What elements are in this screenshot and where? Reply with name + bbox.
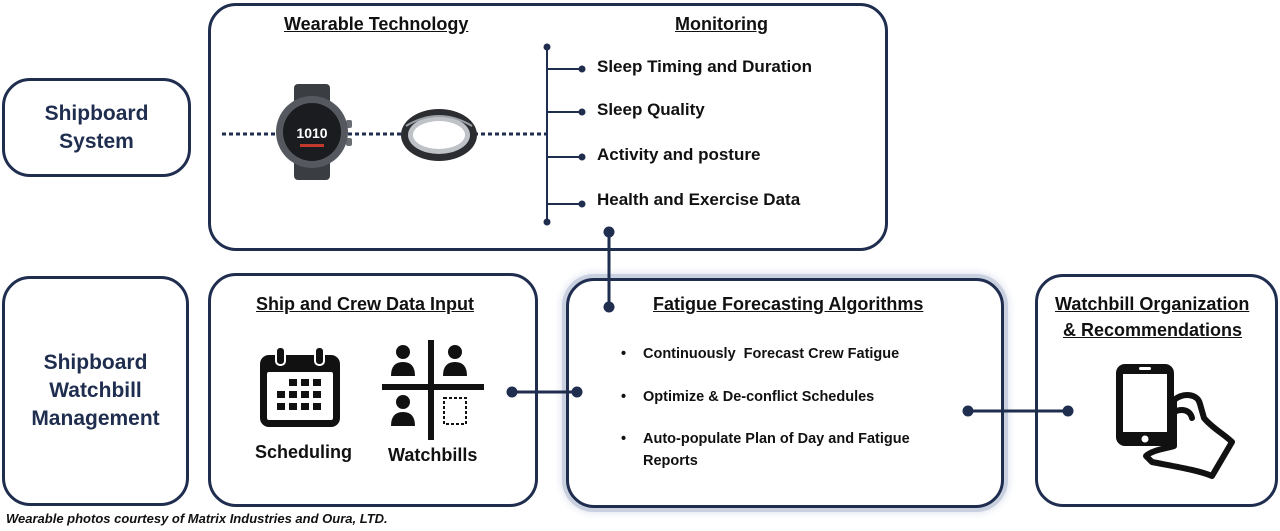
watch-time-text: 1010 [296, 125, 327, 141]
wearable-heading: Wearable Technology [284, 14, 469, 34]
shipboard-system-box [2, 78, 191, 177]
smartwatch-icon: 1010 [276, 84, 352, 180]
empty-slot-icon [443, 397, 467, 425]
calendar-icon [260, 346, 340, 427]
data-input-heading: Ship and Crew Data Input [256, 294, 475, 314]
algorithm-bullet-forecast: Continuously Forecast Crew Fatigue [621, 343, 943, 365]
recommendations-heading-line2: & Recommendations [1063, 320, 1243, 340]
monitoring-item-sleep-quality: Sleep Quality [597, 100, 705, 119]
watchbills-label: Watchbills [388, 445, 478, 465]
algorithms-heading: Fatigue Forecasting Algorithms [653, 294, 924, 314]
monitoring-item-health: Health and Exercise Data [597, 190, 801, 209]
shipboard-system-label: Shipboard System [44, 101, 149, 153]
watchbill-management-box [2, 276, 189, 506]
algorithm-bullet-optimize: Optimize & De-conflict Schedules [621, 386, 943, 408]
watchbill-management-label: Shipboard Watchbill Management [31, 351, 160, 430]
photo-credit: Wearable photos courtesy of Matrix Indus… [6, 511, 388, 526]
person-icon-3 [391, 395, 415, 426]
monitoring-item-activity: Activity and posture [597, 145, 761, 164]
watchbill-grid-icon [382, 340, 484, 440]
phone-in-hand-icon [1116, 364, 1235, 479]
recommendations-heading-line1: Watchbill Organization [1055, 294, 1250, 314]
monitoring-heading: Monitoring [675, 14, 768, 34]
person-icon-1 [391, 345, 415, 376]
smart-ring-icon [401, 109, 477, 161]
scheduling-label: Scheduling [255, 442, 353, 462]
algorithm-bullet-autopopulate: Auto-populate Plan of Day and Fatigue Re… [621, 428, 943, 472]
person-icon-2 [443, 345, 467, 376]
monitoring-item-sleep-timing: Sleep Timing and Duration [597, 57, 813, 76]
